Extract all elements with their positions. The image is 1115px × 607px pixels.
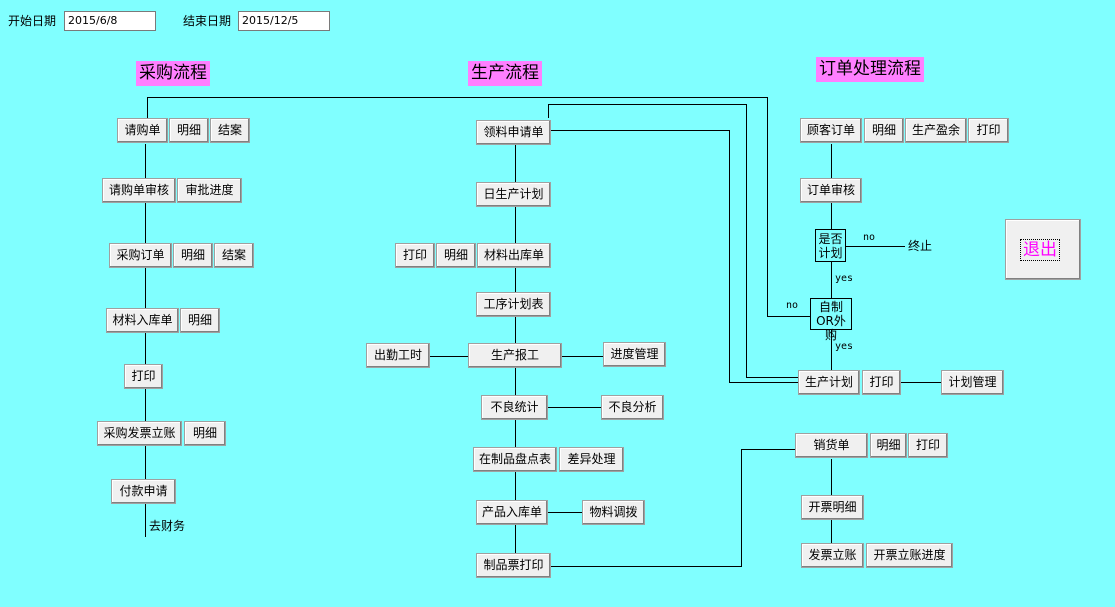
production-detail-button[interactable]: 明细 [436,243,476,268]
purchase-request-button[interactable]: 请购单 [117,118,168,143]
purchase-order-detail-button[interactable]: 明细 [173,243,213,268]
daily-production-plan-button[interactable]: 日生产计划 [476,182,551,207]
purchase-flow-title: 采购流程 [136,61,210,86]
make-or-buy-decision: 自制OR外购 [810,298,852,342]
production-plan-print-button[interactable]: 打印 [862,370,901,395]
plan-management-button[interactable]: 计划管理 [941,370,1004,395]
material-receiving-button[interactable]: 材料入库单 [106,308,179,333]
defect-statistics-button[interactable]: 不良统计 [481,395,548,420]
end-date-label: 结束日期 [183,14,232,28]
material-receiving-detail-button[interactable]: 明细 [180,308,220,333]
production-report-button[interactable]: 生产报工 [468,343,562,368]
sales-order-button[interactable]: 销货单 [795,433,868,458]
terminate-label: 终止 [908,239,933,253]
end-date-field[interactable]: 2015/12/5 [238,11,330,31]
variance-handling-button[interactable]: 差异处理 [559,447,624,472]
order-review-button[interactable]: 订单审核 [800,178,862,203]
no-label-make-buy: no [786,300,799,311]
ticket-print-button[interactable]: 制品票打印 [476,553,551,578]
payment-request-button[interactable]: 付款申请 [111,479,176,504]
invoice-post-progress-button[interactable]: 开票立账进度 [866,543,953,568]
start-date-label: 开始日期 [8,14,57,28]
purchase-order-button[interactable]: 采购订单 [109,243,172,268]
customer-order-detail-button[interactable]: 明细 [864,118,904,143]
attendance-hours-button[interactable]: 出勤工时 [366,343,430,368]
production-plan-button[interactable]: 生产计划 [798,370,860,395]
customer-order-button[interactable]: 顾客订单 [800,118,862,143]
exit-button[interactable]: 退出 [1005,219,1081,280]
production-flow-title: 生产流程 [468,61,542,86]
purchase-invoice-button[interactable]: 采购发票立账 [97,421,182,446]
purchase-invoice-detail-button[interactable]: 明细 [184,421,226,446]
order-flow-title: 订单处理流程 [816,57,924,82]
approval-progress-button[interactable]: 审批进度 [177,178,242,203]
purchase-request-detail-button[interactable]: 明细 [169,118,209,143]
is-planned-decision: 是否计划 [815,229,846,262]
yes-label-planned: yes [835,273,854,284]
production-surplus-button[interactable]: 生产盈余 [905,118,967,143]
material-transfer-button[interactable]: 物料调拨 [582,500,645,525]
to-finance-label: 去财务 [149,519,186,533]
product-inbound-button[interactable]: 产品入库单 [476,500,548,525]
purchase-request-close-button[interactable]: 结案 [210,118,250,143]
wip-inventory-button[interactable]: 在制品盘点表 [473,447,557,472]
material-requisition-button[interactable]: 领料申请单 [476,120,551,145]
progress-management-button[interactable]: 进度管理 [603,342,666,367]
order-print-button[interactable]: 打印 [968,118,1009,143]
purchase-print-button[interactable]: 打印 [124,364,163,389]
defect-analysis-button[interactable]: 不良分析 [601,395,664,420]
sales-detail-button[interactable]: 明细 [870,433,907,458]
yes-label-make-buy: yes [835,341,854,352]
process-plan-button[interactable]: 工序计划表 [476,292,551,317]
production-print-button[interactable]: 打印 [395,243,435,268]
sales-print-button[interactable]: 打印 [908,433,948,458]
purchase-order-close-button[interactable]: 结案 [214,243,254,268]
start-date-field[interactable]: 2015/6/8 [64,11,156,31]
purchase-request-review-button[interactable]: 请购单审核 [102,178,176,203]
material-outbound-button[interactable]: 材料出库单 [477,243,551,268]
no-label-planned: no [863,232,876,243]
invoice-post-button[interactable]: 发票立账 [801,543,864,568]
invoice-detail-button[interactable]: 开票明细 [801,495,864,520]
exit-label: 退出 [1020,239,1060,261]
